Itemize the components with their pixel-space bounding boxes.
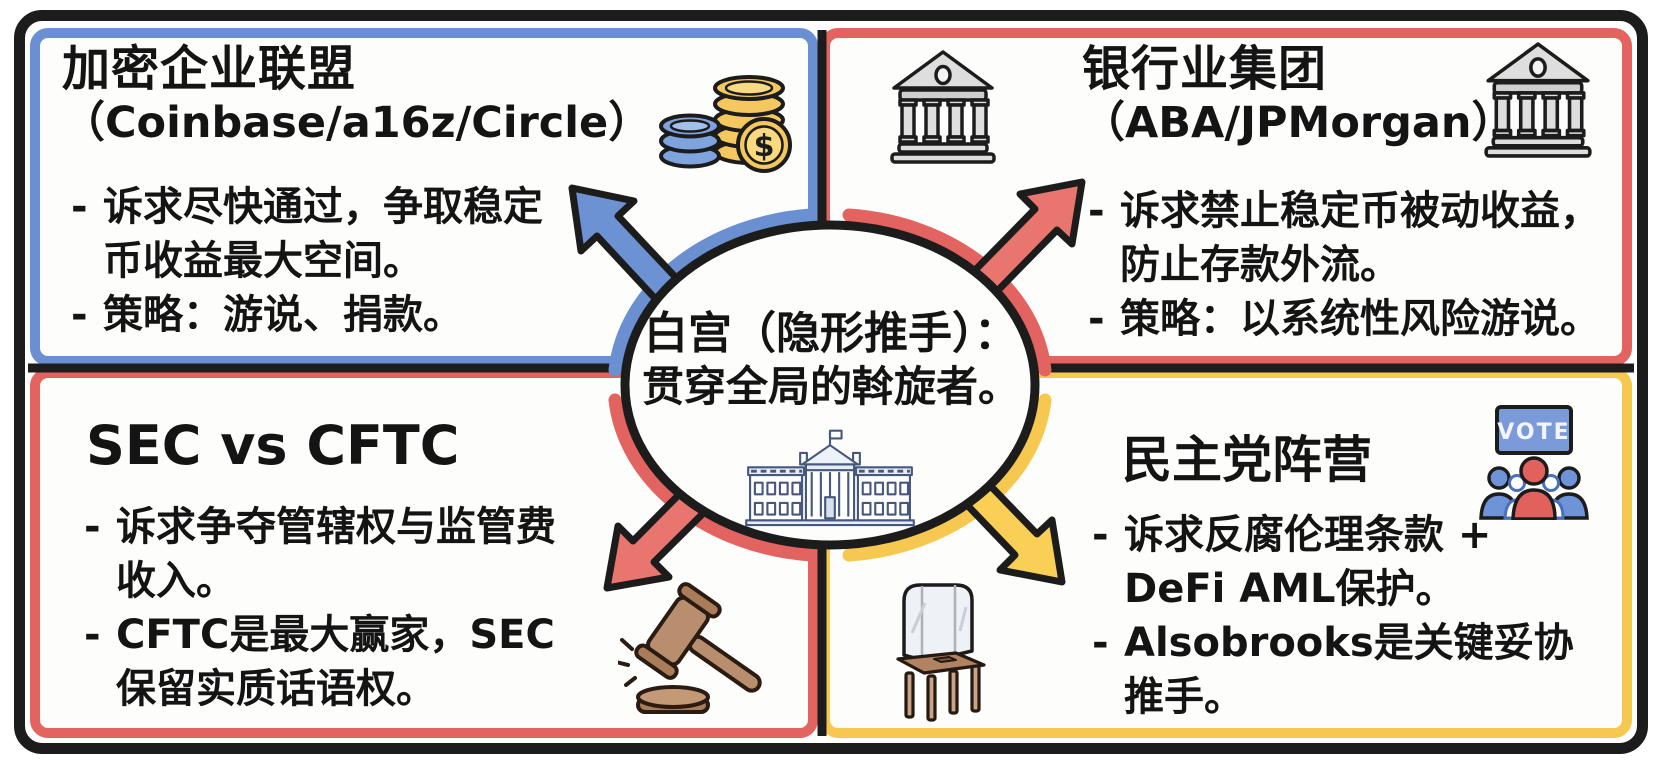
list-item: - 诉求争夺管辖权与监管费收入。 — [84, 500, 582, 608]
bank-icon — [1484, 42, 1592, 158]
bullet-text: 策略：游说、捐款。 — [103, 292, 463, 338]
bullet-dash: - — [84, 612, 101, 658]
bullet-dash: - — [1092, 512, 1109, 558]
crypto-alliance-bullets: - 诉求尽快通过，争取稳定币收益最大空间。 - 策略：游说、捐款。 — [71, 180, 555, 342]
bullet-dash: - — [1088, 188, 1105, 234]
bank-icon — [890, 50, 996, 164]
bullet-text: Alsobrooks是关键妥协推手。 — [1124, 620, 1574, 720]
dollar-symbol: $ — [754, 129, 775, 164]
bullet-text: 诉求争夺管辖权与监管费收入。 — [116, 504, 556, 604]
vote-crowd-icon: VOTE — [1479, 405, 1589, 520]
list-item: - Alsobrooks是关键妥协推手。 — [1092, 616, 1596, 724]
crypto-alliance-title: 加密企业联盟 （Coinbase/a16z/Circle） — [62, 41, 652, 149]
democrat-camp-bullets: - 诉求反腐伦理条款 + DeFi AML保护。 - Alsobrooks是关键… — [1092, 508, 1596, 724]
bullet-dash: - — [84, 504, 101, 550]
bullet-dash: - — [71, 184, 88, 230]
bullet-text: 诉求尽快通过，争取稳定币收益最大空间。 — [103, 184, 543, 284]
bullet-text: CFTC是最大赢家，SEC保留实质话语权。 — [116, 612, 555, 712]
banking-group-title-line2: （ABA/JPMorgan） — [1082, 97, 1515, 148]
banking-group-title: 银行业集团 （ABA/JPMorgan） — [1082, 41, 1515, 149]
bullet-text: 诉求反腐伦理条款 + DeFi AML保护。 — [1124, 512, 1492, 612]
list-item: - 诉求反腐伦理条款 + DeFi AML保护。 — [1092, 508, 1596, 616]
vote-sign-label: VOTE — [1497, 420, 1570, 445]
bullet-dash: - — [1088, 296, 1105, 342]
center-note-line1: 白宫（隐形推手）： — [644, 308, 1018, 359]
banking-group-title-line1: 银行业集团 — [1082, 41, 1328, 97]
crypto-alliance-title-line1: 加密企业联盟 — [62, 41, 357, 97]
white-house-icon — [745, 429, 915, 527]
list-item: - 诉求禁止稳定币被动收益，防止存款外流。 — [1088, 184, 1612, 292]
bullet-dash: - — [71, 292, 88, 338]
sec-cftc-bullets: - 诉求争夺管辖权与监管费收入。 - CFTC是最大赢家，SEC保留实质话语权。 — [84, 500, 582, 716]
ballot-booth-icon — [896, 583, 986, 722]
crypto-alliance-title-line2: （Coinbase/a16z/Circle） — [62, 97, 652, 148]
list-item: - 诉求尽快通过，争取稳定币收益最大空间。 — [71, 180, 555, 288]
sec-cftc-title: SEC vs CFTC — [86, 414, 460, 477]
banking-group-bullets: - 诉求禁止稳定币被动收益，防止存款外流。 - 策略：以系统性风险游说。 — [1088, 184, 1612, 346]
list-item: - 策略：游说、捐款。 — [71, 288, 555, 342]
bullet-text: 策略：以系统性风险游说。 — [1120, 296, 1600, 342]
center-note: 白宫（隐形推手）： 贯穿全局的斡旋者。 — [606, 306, 1056, 414]
quadrant-democrat-camp: 民主党阵营 VOTE - 诉求反腐 — [820, 368, 1632, 738]
coins-icon: $ — [659, 75, 792, 173]
bullet-text: 诉求禁止稳定币被动收益，防止存款外流。 — [1120, 188, 1600, 288]
quadrant-sec-vs-cftc: SEC vs CFTC - 诉求争夺管辖权与监管费收入。 - CFTC是最大赢家… — [30, 368, 818, 738]
gavel-icon — [618, 582, 762, 714]
bullet-dash: - — [1092, 620, 1109, 666]
list-item: - CFTC是最大赢家，SEC保留实质话语权。 — [84, 608, 582, 716]
list-item: - 策略：以系统性风险游说。 — [1088, 292, 1612, 346]
democrat-camp-title: 民主党阵营 — [1122, 431, 1372, 489]
center-note-line2: 贯穿全局的斡旋者。 — [641, 362, 1020, 411]
